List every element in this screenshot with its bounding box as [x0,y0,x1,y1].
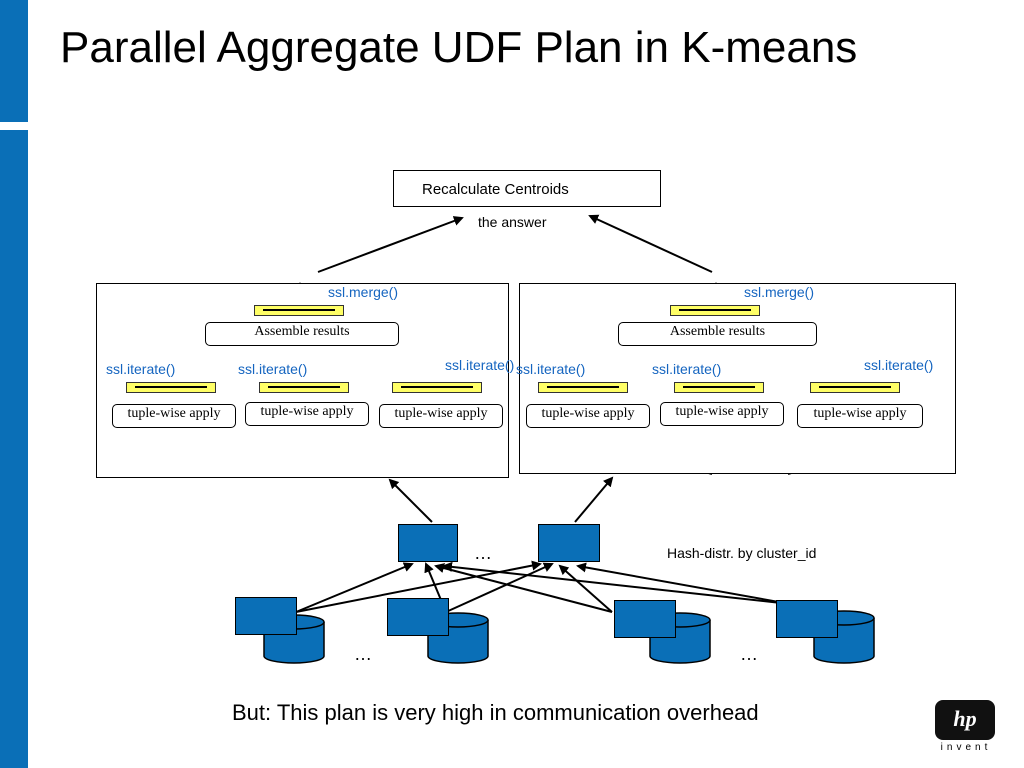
slide-caption: But: This plan is very high in communica… [232,700,759,725]
iterate-buffer-bar [392,382,482,393]
assemble-results-box: Assemble results [618,322,817,346]
data-node [614,600,676,638]
ellipsis-label: … [474,543,492,563]
iterate-buffer-bar [126,382,216,393]
hp-logo-tagline: invent [940,742,992,753]
hp-logo: hp [935,700,995,740]
tuple-wise-apply-box: tuple-wise apply [112,404,236,428]
data-node [776,600,838,638]
hash-partition-node [538,524,600,562]
iterate-buffer-bar [538,382,628,393]
tuple-wise-apply-box: tuple-wise apply [660,402,784,426]
hp-logo-mark: hp [953,706,977,731]
iterate-buffer-bar [810,382,900,393]
sidebar-accent-top [0,0,28,122]
tuple-wise-apply-box: tuple-wise apply [245,402,369,426]
hash-distribution-label: Hash-distr. by cluster_id [667,545,817,561]
slide-title: Parallel Aggregate UDF Plan in K-means [60,23,858,72]
iterate-label: ssl.iterate() [106,361,176,377]
ellipsis-label: … [354,644,372,664]
merge-label: ssl.merge() [744,284,815,300]
data-node [235,597,297,635]
merge-buffer-bar [670,305,760,316]
recalculate-centroids-box: Recalculate Centroids [393,170,661,207]
data-node [387,598,449,636]
recalculate-centroids-label: Recalculate Centroids [422,181,569,198]
iterate-label: ssl.iterate() [864,357,934,373]
tuple-wise-apply-box: tuple-wise apply [379,404,503,428]
iterate-label: ssl.iterate() [652,361,722,377]
answer-label: the answer [478,214,547,230]
merge-buffer-bar [254,305,344,316]
sidebar-accent-bottom [0,130,28,768]
assemble-results-box: Assemble results [205,322,399,346]
iterate-label: ssl.iterate() [238,361,308,377]
merge-label: ssl.merge() [328,284,399,300]
tuple-wise-apply-box: tuple-wise apply [797,404,923,428]
iterate-label: ssl.iterate() [445,357,515,373]
iterate-buffer-bar [674,382,764,393]
hash-partition-node [398,524,458,562]
iterate-buffer-bar [259,382,349,393]
tuple-wise-apply-box: tuple-wise apply [526,404,650,428]
iterate-label: ssl.iterate() [516,361,586,377]
ellipsis-label: … [740,644,758,664]
